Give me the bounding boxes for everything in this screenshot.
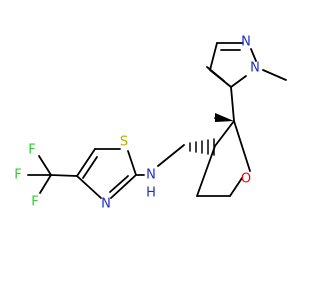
bond-nh-ch2 <box>157 144 185 167</box>
bond-c2-n3 <box>110 174 137 199</box>
bond-n3-c4 <box>76 175 102 199</box>
bond-pz-c4-c3 <box>209 42 218 71</box>
sulfur-label: S <box>120 135 128 150</box>
amine-nitrogen-label: N <box>146 168 156 183</box>
amine-hydrogen-label: H <box>146 186 156 201</box>
pyrazole-nitrogen-label-1: N <box>250 61 260 76</box>
pyrazole-nitrogen-label-2: N <box>241 35 251 50</box>
bond-pz-c5-c4-double <box>206 66 225 82</box>
thiazole-nitrogen-label: N <box>101 197 111 212</box>
bond-c2-pyrazole <box>230 86 235 122</box>
bond-pz-n1-methyl <box>262 69 287 81</box>
bond-cf3-f3 <box>39 174 52 194</box>
bond-pz-n1-c5 <box>230 75 247 88</box>
molecule-svg: F F F S N N H O N N <box>14 35 287 212</box>
fluorine-label-1: F <box>28 143 35 158</box>
wedge-c2-pyrazole <box>215 113 234 122</box>
bond-c3-c2 <box>214 120 235 147</box>
bond-c2-o <box>233 120 251 172</box>
oxygen-label: O <box>241 172 251 187</box>
bond-c2-n3-double <box>109 175 129 193</box>
bond-c4-c5-double <box>82 156 98 179</box>
bond-c4-c3 <box>196 145 216 197</box>
bond-cf3-f1 <box>38 155 52 176</box>
fluorine-label-3: F <box>31 195 38 210</box>
fluorine-label-2: F <box>14 168 21 183</box>
bond-o-c5 <box>229 177 243 197</box>
bond-s-c2 <box>127 150 137 176</box>
bond-c4-c5 <box>76 148 96 177</box>
bond-pz-n2-n1 <box>250 48 257 62</box>
bond-cf3-c4 <box>50 174 78 177</box>
molecule-structure: F F F S N N H O N N <box>14 34 287 212</box>
